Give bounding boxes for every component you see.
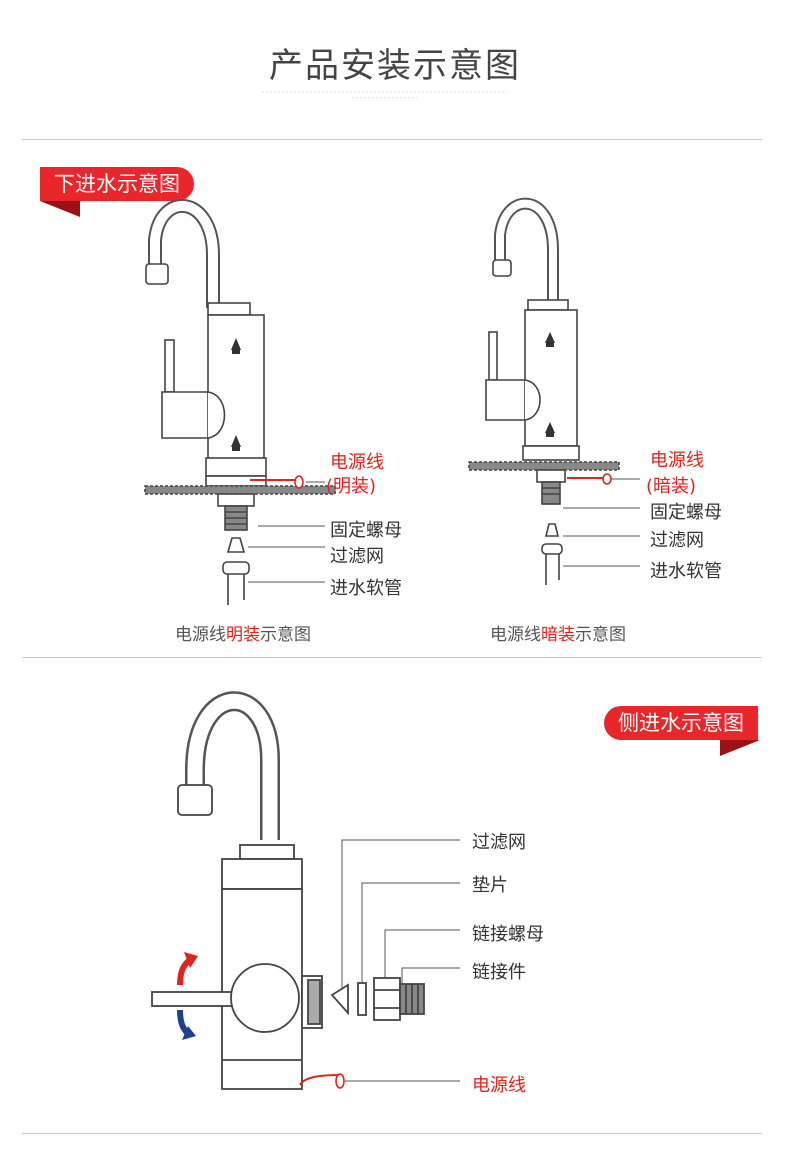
divider — [22, 1133, 762, 1134]
label-inlet-hose: 进水软管 — [650, 561, 722, 582]
tag-fold-icon — [720, 740, 760, 756]
divider — [22, 139, 762, 140]
label-filter: 过滤网 — [472, 832, 526, 853]
tag-label: 侧进水示意图 — [604, 706, 758, 740]
label-power-cord: 电源线 — [650, 450, 704, 471]
label-link-nut: 链接螺母 — [472, 924, 544, 945]
caption-text: 示意图 — [260, 625, 311, 645]
caption-text: 电源线 — [175, 625, 226, 645]
label-fixing-nut: 固定螺母 — [650, 502, 722, 523]
label-filter: 过滤网 — [330, 546, 384, 567]
faucet-diagram-concealed — [468, 197, 640, 585]
label-inlet-hose: 进水软管 — [330, 578, 402, 599]
divider — [22, 657, 762, 658]
label-fixing-nut: 固定螺母 — [330, 520, 402, 541]
caption-highlight: 暗装 — [541, 625, 575, 645]
caption-concealed: 电源线暗装示意图 — [490, 620, 626, 645]
tag-bottom-inlet: 下进水示意图 — [40, 167, 194, 217]
caption-text: 示意图 — [575, 625, 626, 645]
tag-side-inlet: 侧进水示意图 — [604, 706, 760, 756]
label-power-cord-exposed: (明装) — [326, 476, 377, 497]
tag-fold-icon — [40, 201, 80, 217]
caption-text: 电源线 — [490, 625, 541, 645]
title-underline-decoration — [262, 91, 507, 99]
tag-label: 下进水示意图 — [40, 167, 194, 201]
label-power-cord: 电源线 — [330, 452, 384, 473]
label-power-cord-concealed: (暗装) — [646, 476, 697, 497]
label-connector: 链接件 — [472, 962, 526, 983]
label-filter: 过滤网 — [650, 530, 704, 551]
faucet-diagram-exposed — [144, 198, 336, 605]
caption-exposed: 电源线明装示意图 — [175, 620, 311, 645]
label-power-cord: 电源线 — [472, 1075, 526, 1096]
page-title: 产品安装示意图 — [269, 46, 521, 86]
faucet-diagram-side-inlet — [151, 691, 460, 1090]
caption-highlight: 明装 — [226, 625, 260, 645]
label-gasket: 垫片 — [472, 875, 508, 896]
